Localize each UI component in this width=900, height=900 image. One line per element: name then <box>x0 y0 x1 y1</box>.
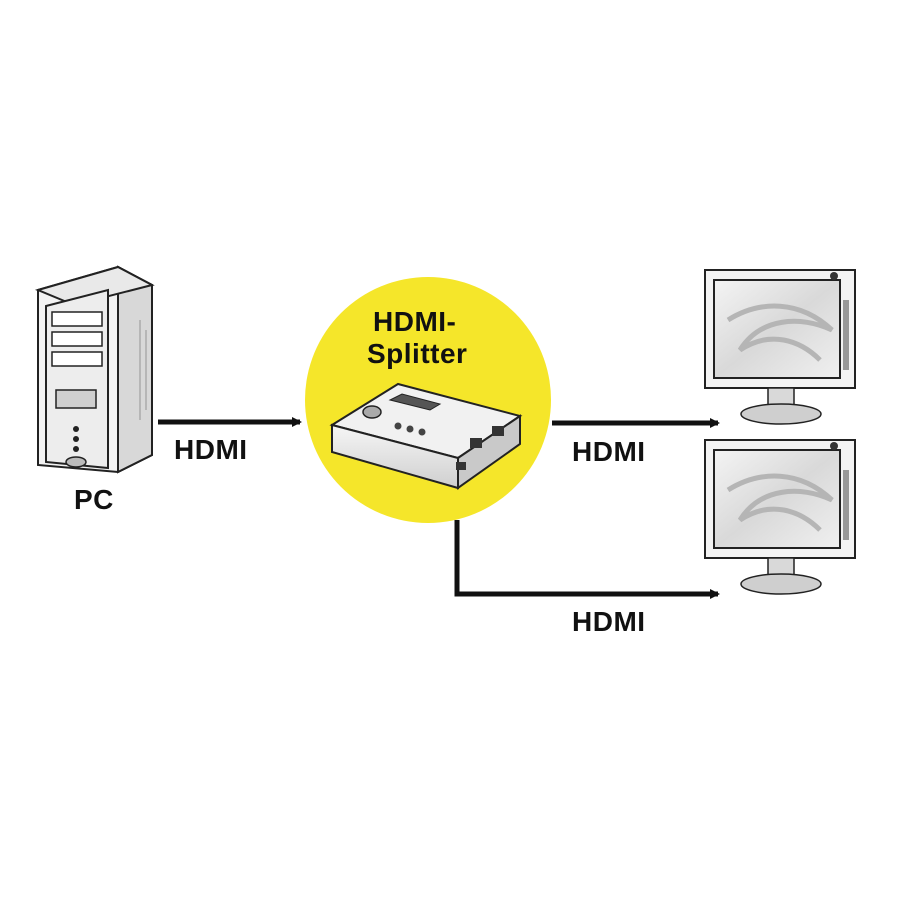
arrow-splitter-to-monitor-2 <box>454 520 720 599</box>
pc-label: PC <box>74 484 114 515</box>
splitter-label-line2: Splitter <box>367 338 468 369</box>
monitor-icon <box>704 269 856 425</box>
splitter-label-line1: HDMI- <box>373 306 457 337</box>
cable-in-label: HDMI <box>174 434 248 465</box>
hdmi-splitter-box-icon <box>329 382 523 490</box>
cable-out-1-label: HDMI <box>572 436 646 467</box>
monitor-icon <box>704 439 856 595</box>
cable-out-2-label: HDMI <box>572 606 646 637</box>
pc-tower-icon <box>34 265 155 474</box>
